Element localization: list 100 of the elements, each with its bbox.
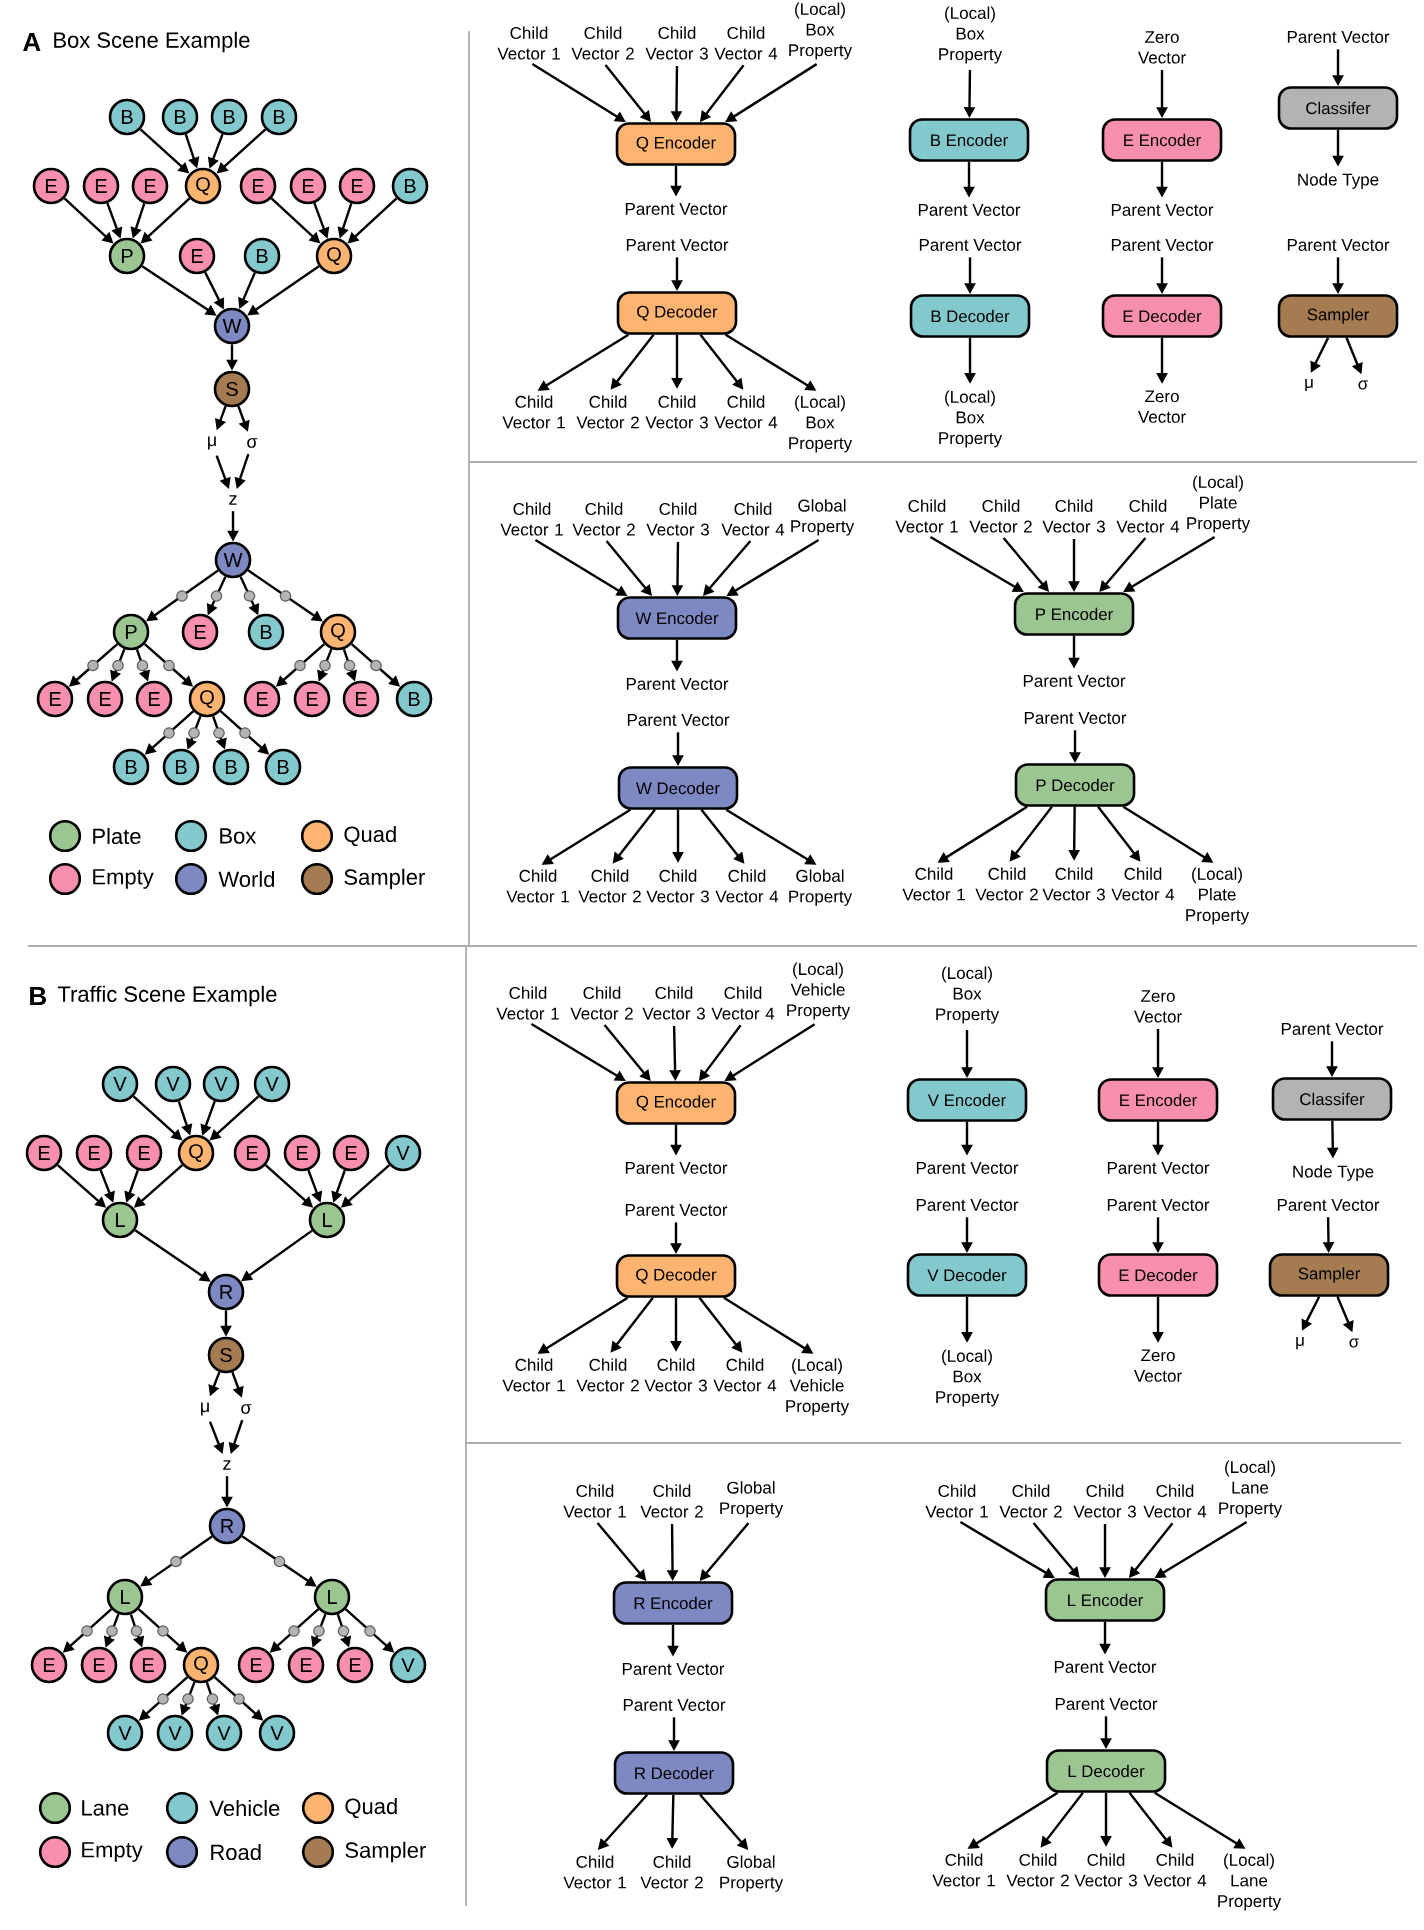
data-label: Parent Vector [1111, 239, 1214, 251]
data-label: Parent Vector [1055, 1698, 1158, 1710]
symbol-label: z [229, 495, 237, 505]
data-label: Child Vector 2 [570, 986, 633, 1020]
data-label: Parent Vector [626, 678, 729, 690]
symbol-label: μ [208, 436, 216, 450]
data-label: Child Vector 3 [1073, 1484, 1136, 1518]
data-label: Child Vector 2 [576, 1358, 639, 1392]
data-label: Child Vector 1 [563, 1855, 626, 1889]
data-label: Child Vector 1 [563, 1484, 626, 1518]
data-label: Node Type [1293, 1165, 1374, 1181]
legend-label: Vehicle [209, 1799, 280, 1817]
data-label: Child Vector 3 [644, 1358, 707, 1392]
data-label: Parent Vector [1054, 1661, 1157, 1673]
data-label: σ [1358, 380, 1368, 390]
data-label: Child Vector 3 [646, 869, 709, 903]
data-label: Parent Vector [916, 1199, 1019, 1211]
panel-letter: A [23, 33, 41, 51]
data-label: Zero Vector [1138, 390, 1186, 423]
module-box: P Decoder [1014, 763, 1136, 807]
data-label: Child Vector 4 [1143, 1853, 1207, 1887]
legend-label: Sampler [345, 1841, 426, 1863]
module-box: Classifer [1271, 1077, 1393, 1121]
data-label: Child Vector 4 [714, 26, 778, 60]
symbol-label: μ [201, 1402, 209, 1416]
data-label: Child Vector 4 [1116, 499, 1180, 533]
data-label: (Local) Box Property [936, 1349, 1000, 1407]
data-label: (Local) Box Property [939, 6, 1003, 64]
arrow [241, 1229, 313, 1282]
module-box: P Encoder [1013, 592, 1135, 636]
module-box: W Decoder [617, 766, 739, 810]
module-box: E Encoder [1097, 1078, 1219, 1122]
data-label: Parent Vector [1023, 675, 1126, 687]
module-box: B Decoder [909, 294, 1031, 338]
data-label: Child Vector 1 [502, 1358, 565, 1392]
data-label: Child Vector 4 [714, 395, 778, 429]
data-label: Child Vector 3 [1074, 1853, 1137, 1887]
data-label: (Local) Vehicle Property [786, 1358, 850, 1416]
data-label: Child Vector 2 [975, 867, 1038, 901]
data-label: Child Vector 3 [646, 502, 709, 536]
module-box: V Encoder [906, 1078, 1028, 1122]
module-box: E Decoder [1101, 294, 1223, 338]
data-label: Child Vector 1 [895, 499, 958, 533]
data-label: Child Vector 1 [502, 395, 565, 429]
data-label: Parent Vector [916, 1162, 1019, 1174]
data-label: Global Property [720, 1481, 784, 1518]
data-label: Child Vector 1 [496, 986, 559, 1020]
data-label: Child Vector 2 [999, 1484, 1062, 1518]
data-label: Global Property [789, 869, 853, 906]
legend-label: Empty [93, 869, 154, 889]
module-box: E Decoder [1097, 1253, 1219, 1297]
data-label: Zero Vector [1134, 1349, 1182, 1382]
data-label: Global Property [791, 499, 855, 536]
data-label: σ [1349, 1338, 1359, 1348]
data-label: Child Vector 2 [640, 1855, 703, 1889]
panel-title: Traffic Scene Example [57, 985, 277, 1007]
data-label: Child Vector 1 [902, 867, 965, 901]
module-box: Sampler [1268, 1253, 1390, 1297]
data-label: Parent Vector [625, 203, 728, 215]
data-label: Child Vector 4 [711, 986, 775, 1020]
data-label: Parent Vector [1107, 1199, 1210, 1211]
data-label: Child Vector 1 [925, 1484, 988, 1518]
data-label: Parent Vector [626, 239, 729, 251]
data-label: Child Vector 3 [645, 395, 708, 429]
data-label: Child Vector 3 [1042, 867, 1105, 901]
legend-label: Plate [93, 827, 141, 845]
data-label: μ [1305, 378, 1313, 392]
data-label: Parent Vector [1111, 204, 1214, 216]
data-label: (Local) Box Property [936, 966, 1000, 1024]
data-label: Child Vector 4 [713, 1358, 777, 1392]
legend-label: Quad [345, 1797, 397, 1819]
data-label: Child Vector 2 [576, 395, 639, 429]
data-label: (Local) Vehicle Property [787, 962, 851, 1020]
data-label: Parent Vector [625, 1162, 728, 1174]
module-box: W Encoder [616, 596, 738, 640]
data-label: Child Vector 3 [645, 26, 708, 60]
data-label: Parent Vector [622, 1663, 725, 1675]
data-label: (Local) Box Property [789, 395, 853, 453]
data-label: Parent Vector [627, 714, 730, 726]
data-label: Child Vector 3 [1042, 499, 1105, 533]
legend-label: Lane [82, 1800, 129, 1816]
data-label: (Local) Box Property [939, 390, 1003, 448]
data-label: Parent Vector [1277, 1199, 1380, 1211]
data-label: Parent Vector [1107, 1162, 1210, 1174]
data-label: Child Vector 2 [1006, 1853, 1069, 1887]
module-box: Q Encoder [615, 1081, 737, 1125]
data-label: Parent Vector [1024, 712, 1127, 724]
data-label: Parent Vector [623, 1699, 726, 1711]
data-label: Child Vector 4 [715, 869, 779, 903]
legend-label: Empty [82, 1842, 143, 1862]
data-label: Parent Vector [1281, 1023, 1384, 1035]
data-label: (Local) Plate Property [1186, 867, 1250, 925]
module-box: Q Decoder [615, 1254, 737, 1298]
data-label: Parent Vector [1287, 239, 1390, 251]
data-label: Child Vector 2 [969, 499, 1032, 533]
data-label: Parent Vector [1287, 31, 1390, 43]
legend-label: World [218, 870, 275, 888]
data-label: Child Vector 4 [1143, 1484, 1207, 1518]
data-label: Child Vector 1 [500, 502, 563, 536]
module-box: Q Decoder [616, 291, 738, 335]
